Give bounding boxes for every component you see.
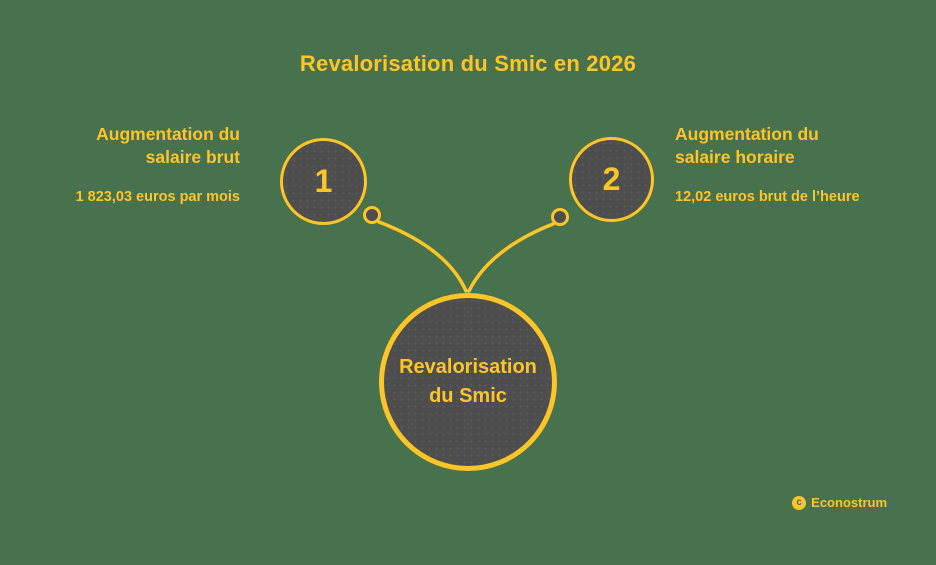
node1-connector-dot bbox=[363, 206, 381, 224]
node2-circle: 2 bbox=[569, 137, 654, 222]
connector-right-line bbox=[467, 222, 555, 293]
node2-connector-dot bbox=[551, 208, 569, 226]
connector-left-line bbox=[377, 220, 468, 293]
node1-circle: 1 bbox=[280, 138, 367, 225]
central-topic-label: Revalorisation du Smic bbox=[399, 356, 537, 407]
node1-detail: 1 823,03 euros par mois bbox=[75, 189, 240, 205]
node2-number: 2 bbox=[602, 161, 621, 197]
page-title: Revalorisation du Smic en 2026 bbox=[299, 51, 637, 76]
node2-heading: Augmentation du salaire horaire bbox=[675, 124, 819, 167]
brand-credit: c Econostrum bbox=[792, 495, 887, 510]
copyright-icon: c bbox=[792, 495, 807, 510]
node1-heading: Augmentation du salaire brut bbox=[96, 124, 240, 167]
node1-number: 1 bbox=[314, 163, 333, 199]
central-topic-circle: Revalorisation du Smic bbox=[379, 293, 557, 471]
brand-name: Econostrum bbox=[811, 495, 887, 510]
node2-detail: 12,02 euros brut de l’heure bbox=[675, 189, 860, 205]
